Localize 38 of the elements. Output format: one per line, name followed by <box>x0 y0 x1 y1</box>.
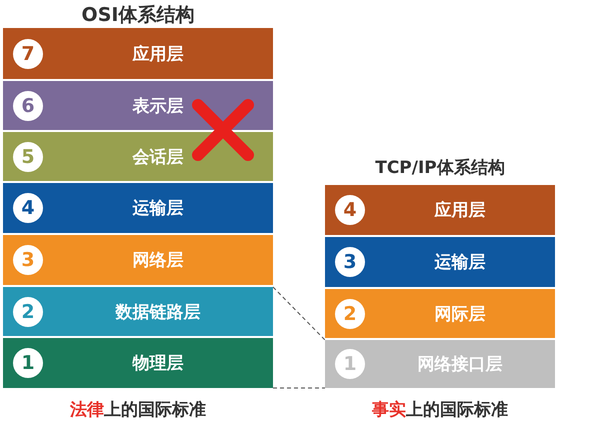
number-circle: 5 <box>13 142 43 172</box>
layer-band <box>325 289 555 338</box>
layer-band <box>325 340 555 388</box>
caption: 法律上的国际标准 <box>70 399 206 421</box>
caption: 事实上的国际标准 <box>372 399 508 421</box>
layer-name: 应用层 <box>433 200 486 222</box>
layer-band <box>325 185 555 235</box>
layer-name: 网络接口层 <box>416 354 504 376</box>
number-circle: 4 <box>13 193 43 223</box>
number-circle: 1 <box>13 348 43 378</box>
layer-band <box>3 235 273 285</box>
layer-band <box>3 338 273 388</box>
layer-band <box>3 28 273 79</box>
number-circle: 3 <box>13 245 43 275</box>
number-circle: 2 <box>13 296 43 326</box>
layer-band <box>325 237 555 287</box>
number-circle: 4 <box>335 195 365 225</box>
layer-name: 运输层 <box>132 198 184 220</box>
number-circle: 3 <box>335 247 365 277</box>
number-circle: 1 <box>335 349 365 379</box>
layer-name: 物理层 <box>131 352 184 374</box>
number-circle: 2 <box>335 298 365 328</box>
layer-name: 网际层 <box>434 303 486 325</box>
stack-title: OSI体系结构 <box>82 3 194 28</box>
layer-name: 应用层 <box>131 43 184 65</box>
layer-band <box>3 81 273 130</box>
number-circle: 7 <box>13 38 43 68</box>
dashed-connector <box>272 286 326 340</box>
stack-title: TCP/IP体系结构 <box>375 157 505 179</box>
layer-name: 会话层 <box>131 146 184 168</box>
layer-band <box>3 287 273 336</box>
layer-name: 表示层 <box>132 95 184 117</box>
layer-name: 运输层 <box>434 252 486 274</box>
layer-band <box>3 132 273 181</box>
layer-name: 网络层 <box>132 250 184 272</box>
layer-band <box>3 183 273 233</box>
layer-name: 数据链路层 <box>114 301 202 323</box>
number-circle: 6 <box>13 90 43 120</box>
